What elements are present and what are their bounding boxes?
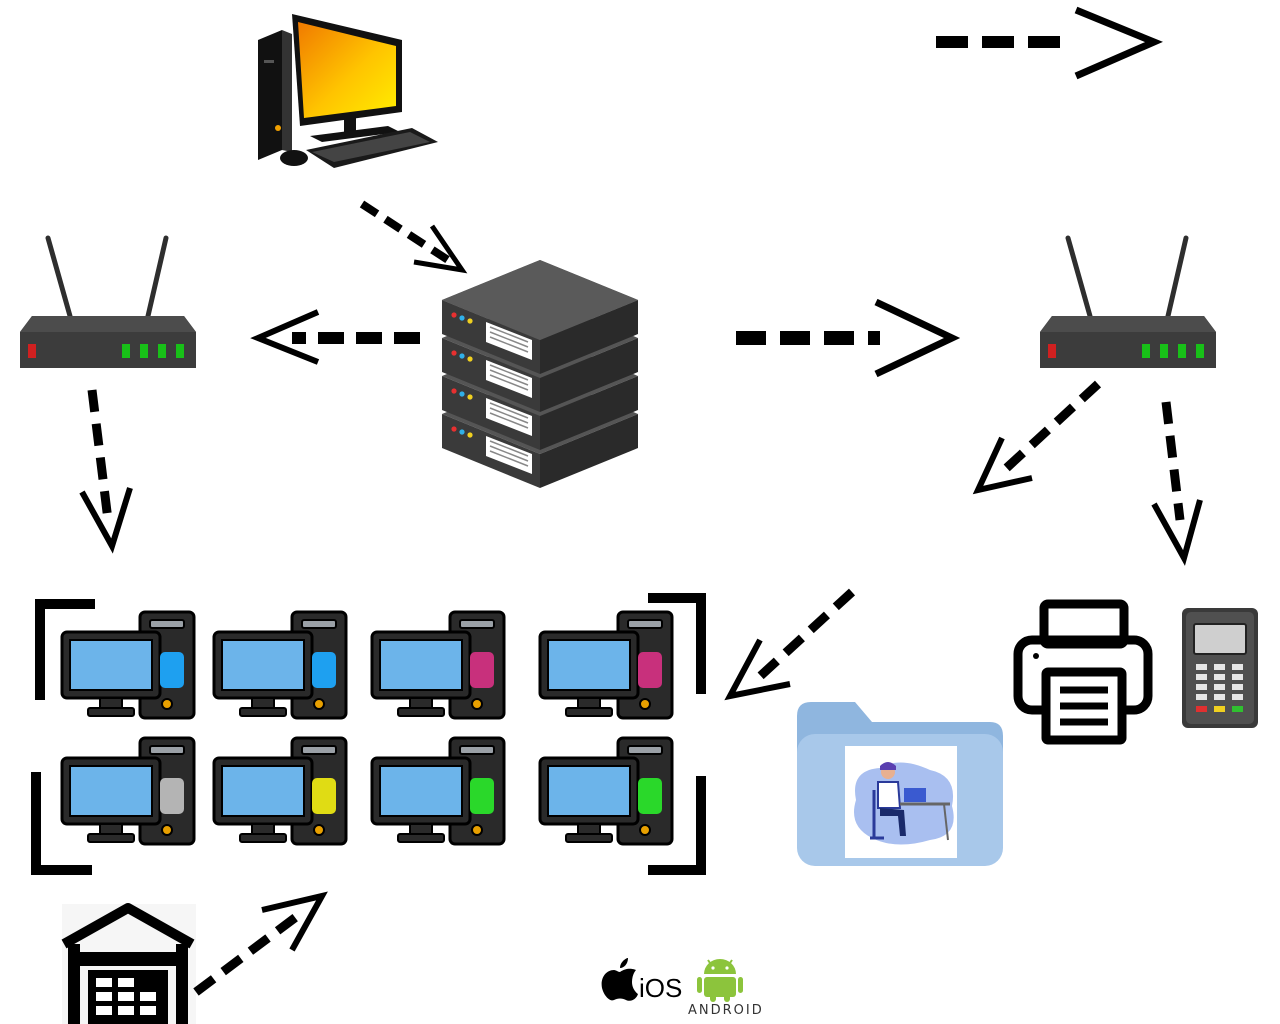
printer-icon: [1013, 599, 1153, 745]
router-left-icon: [20, 238, 196, 368]
shared-folder-icon: [797, 702, 1003, 866]
person-at-desk-icon: [854, 762, 954, 845]
arrow-workstation-to-server: [359, 200, 468, 274]
desktop-pc-icon: [60, 610, 196, 720]
android-label: ANDROID: [688, 1003, 764, 1018]
arrow-server-to-router-left: [250, 309, 420, 365]
desktop-pc-icon: [538, 736, 674, 846]
android-badge: ANDROID: [688, 959, 764, 1018]
pc-accent-panel: [312, 652, 336, 688]
cluster-bracket-bottom-left: [31, 772, 92, 875]
arrow-legend-top-right: [936, 6, 1163, 80]
desktop-pc-icon: [538, 610, 674, 720]
desktop-pc-icon: [370, 610, 506, 720]
desktop-pc-icon: [212, 736, 348, 846]
arrow-router-right-to-printer: [1151, 401, 1203, 566]
ios-badge: iOS: [601, 958, 682, 1003]
cluster-bracket-top-right: [648, 593, 706, 694]
arrow-folder-to-cluster: [724, 588, 856, 701]
pc-accent-panel: [312, 778, 336, 814]
warehouse-icon: [61, 903, 196, 1024]
pc-accent-panel: [160, 652, 184, 688]
pc-accent-panel: [638, 778, 662, 814]
workstation-desktop-icon: [258, 14, 438, 168]
android-robot-icon: [697, 959, 743, 1002]
ios-label: iOS: [639, 973, 682, 1003]
arrow-server-to-router-right: [736, 298, 961, 378]
desktop-pc-icon: [212, 610, 348, 720]
router-right-icon: [1040, 238, 1216, 368]
cluster-bracket-bottom-right: [648, 776, 706, 875]
desktop-pc-icon: [370, 736, 506, 846]
arrow-router-left-to-cluster: [79, 389, 133, 554]
cluster-bracket-top-left: [35, 599, 95, 700]
arrow-warehouse-to-cluster: [193, 891, 328, 996]
pc-accent-panel: [638, 652, 662, 688]
pc-accent-panel: [470, 778, 494, 814]
arrow-router-right-to-folder: [972, 380, 1102, 495]
payment-terminal-icon: [1182, 608, 1258, 728]
apple-icon: [601, 958, 638, 1001]
pc-accent-panel: [470, 652, 494, 688]
desktop-pc-icon: [60, 736, 196, 846]
server-rack-icon: [441, 259, 639, 489]
pc-accent-panel: [160, 778, 184, 814]
pc-cluster: [31, 593, 706, 875]
